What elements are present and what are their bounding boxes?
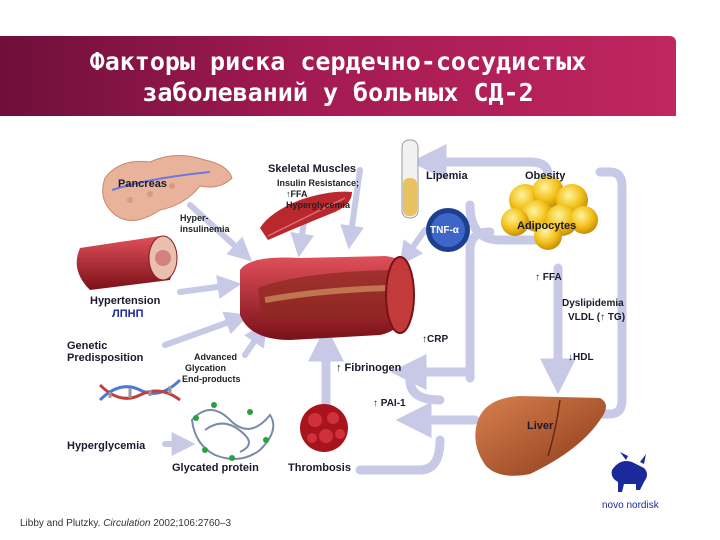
label-ffa-adipocytes: ↑ FFA [535, 272, 562, 284]
label-hyperglycemia-muscle: Hyperglycemia [286, 199, 350, 211]
crp-vertical-arrow [470, 232, 490, 378]
label-hypertension: Hypertension [90, 295, 160, 307]
tnf-arrow [405, 230, 425, 258]
label-hyperinsulinemia-2: insulinemia [180, 223, 230, 235]
liver-illustration [475, 396, 606, 476]
label-hdl: ↓HDL [568, 352, 594, 364]
label-genetic-2: Predisposition [67, 352, 143, 364]
dna-illustration [100, 380, 180, 400]
label-liver: Liver [527, 420, 553, 432]
label-thrombosis: Thrombosis [288, 462, 351, 474]
label-lpnp: ЛПНП [112, 308, 143, 320]
label-lipemia: Lipemia [426, 170, 468, 182]
glycated-protein-illustration [192, 402, 273, 461]
label-glycated-protein: Glycated protein [172, 462, 259, 474]
liver-bottom-arrow [360, 440, 440, 470]
label-skeletal-muscles: Skeletal Muscles [268, 163, 356, 175]
label-vldl: VLDL (↑ TG) [568, 312, 625, 324]
label-adipocytes: Adipocytes [517, 220, 576, 232]
novo-nordisk-logo-icon [612, 452, 647, 492]
artery-illustration [77, 236, 177, 290]
test-tube-illustration [402, 140, 418, 218]
label-crp: ↑CRP [422, 334, 448, 346]
fibrinogen-branch [410, 380, 440, 400]
label-dyslipidemia: Dyslipidemia [562, 298, 624, 310]
label-pancreas: Pancreas [118, 178, 167, 190]
label-tnf-alpha: TNF-α [430, 225, 459, 237]
blood-vessel-illustration [240, 256, 414, 340]
citation-journal: Circulation [103, 518, 150, 529]
label-fibrinogen: ↑ Fibrinogen [336, 362, 401, 374]
hypertension-arrow [180, 285, 232, 292]
novo-nordisk-logo-text: novo nordisk [602, 500, 659, 511]
label-hyperglycemia: Hyperglycemia [67, 440, 145, 452]
citation-authors: Libby and Plutzky. [20, 518, 100, 529]
citation: Libby and Plutzky. Circulation 2002;106:… [20, 518, 231, 529]
citation-ref: 2002;106:2760–3 [153, 518, 231, 529]
label-advanced-3: End-products [182, 373, 241, 385]
label-genetic-1: Genetic [67, 340, 107, 352]
obesity-to-liver-arrow [590, 172, 622, 414]
thrombosis-illustration [300, 404, 348, 452]
label-obesity: Obesity [525, 170, 565, 182]
genetic-arrow [165, 318, 240, 345]
label-pai1: ↑ PAI-1 [373, 398, 406, 410]
